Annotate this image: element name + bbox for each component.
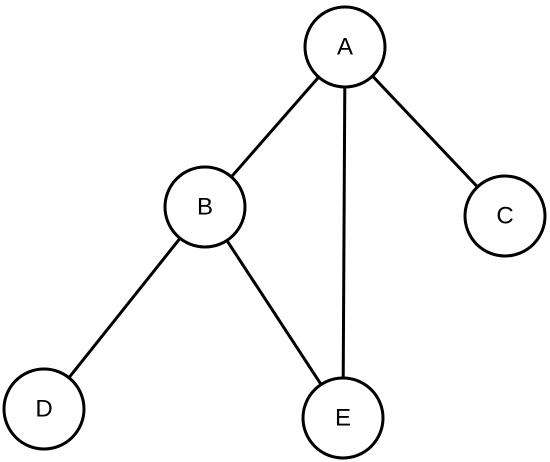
edge-b-e [203, 205, 345, 420]
node-circle-c [463, 174, 547, 258]
node-circle-b [163, 165, 247, 249]
node-b: B [163, 165, 247, 249]
node-label-b: B [197, 194, 213, 221]
node-label-d: D [35, 396, 52, 423]
edges-layer [42, 45, 507, 420]
node-d: D [2, 367, 86, 451]
node-circle-e [301, 376, 385, 460]
edge-a-e [341, 45, 347, 420]
node-label-c: C [496, 203, 513, 230]
node-circle-d [2, 367, 86, 451]
node-label-a: A [337, 34, 353, 61]
node-c: C [463, 174, 547, 258]
edge-b-d [42, 205, 207, 411]
node-e: E [301, 376, 385, 460]
node-a: A [303, 5, 387, 89]
node-circle-a [303, 5, 387, 89]
node-label-e: E [335, 405, 351, 432]
nodes-layer: A B C D E [2, 5, 547, 460]
